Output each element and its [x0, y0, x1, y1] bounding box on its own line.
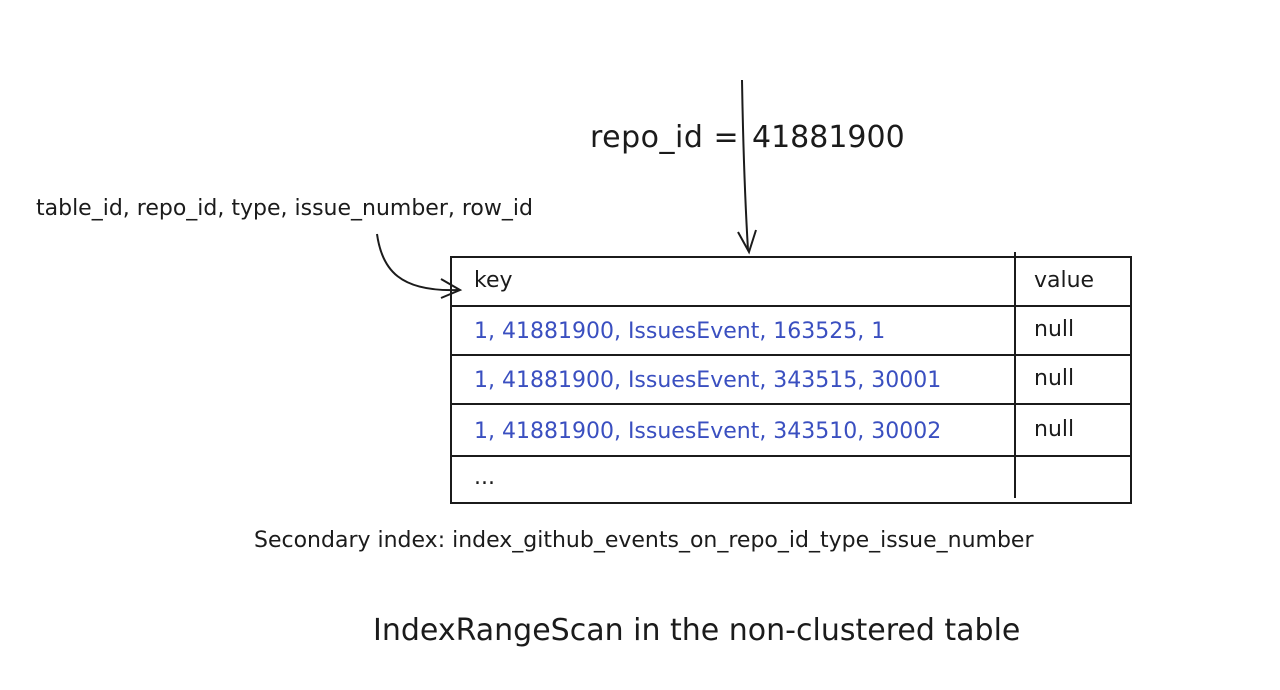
- filter-label: repo_id =: [590, 120, 740, 155]
- row-separator: [450, 455, 1132, 457]
- row-separator: [450, 354, 1132, 356]
- value-cell: null: [1034, 417, 1075, 442]
- columns-arrow-line: [376, 233, 459, 292]
- key-cell: 1, 41881900, IssuesEvent, 343510, 30002: [474, 419, 942, 444]
- index-table: key value 1, 41881900, IssuesEvent, 1635…: [450, 252, 1132, 504]
- scan-arrow-line: [741, 79, 749, 251]
- column-divider: [1014, 252, 1016, 498]
- key-cell: 1, 41881900, IssuesEvent, 163525, 1: [474, 319, 886, 344]
- diagram-caption: IndexRangeScan in the non-clustered tabl…: [373, 613, 1021, 648]
- row-separator: [450, 305, 1132, 307]
- table-row: ...: [452, 457, 1130, 502]
- value-cell: null: [1034, 366, 1075, 391]
- key-cell: 1, 41881900, IssuesEvent, 343515, 30001: [474, 368, 942, 393]
- key-cell: ...: [474, 465, 495, 490]
- key-columns-label: table_id, repo_id, type, issue_number, r…: [36, 196, 533, 221]
- key-header: key: [474, 268, 513, 293]
- row-separator: [450, 403, 1132, 405]
- table-row: 1, 41881900, IssuesEvent, 343510, 30002 …: [452, 405, 1130, 455]
- value-header: value: [1034, 268, 1095, 293]
- scan-arrow-head: [737, 229, 757, 255]
- value-cell: null: [1034, 317, 1075, 342]
- filter-value: 41881900: [752, 120, 905, 155]
- secondary-index-label: Secondary index: index_github_events_on_…: [254, 528, 1034, 553]
- table-row: 1, 41881900, IssuesEvent, 163525, 1 null: [452, 307, 1130, 355]
- table-row: 1, 41881900, IssuesEvent, 343515, 30001 …: [452, 356, 1130, 404]
- table-header-row: key value: [452, 258, 1130, 306]
